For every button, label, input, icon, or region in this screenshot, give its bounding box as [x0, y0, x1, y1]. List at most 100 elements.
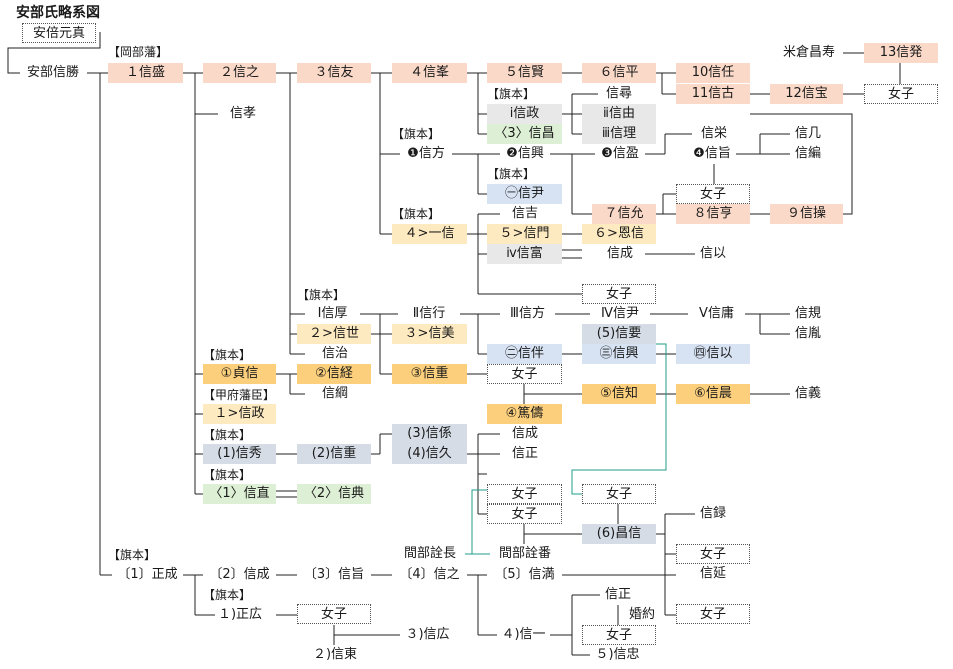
node-nobushige-p: 信成 [511, 426, 538, 441]
node-n4: ４信峯 [392, 63, 467, 83]
node-k4: ❹信旨 [693, 146, 731, 161]
node-n1: １信盛 [108, 63, 183, 83]
node-r2: Ⅱ信行 [412, 306, 446, 321]
node-n10: 10信任 [676, 63, 750, 83]
node-s5: 〔5〕信満 [494, 567, 555, 582]
node-nobumasa-p: 信正 [511, 446, 538, 461]
node-nobunobe: 信延 [699, 566, 726, 581]
node-n2: ２信之 [203, 63, 276, 83]
node-n7: ７信允 [592, 204, 656, 224]
node-p4: (4)信久 [392, 444, 467, 464]
node-hatamoto-5: 【旗本】 [297, 288, 346, 302]
node-n9: ９信操 [770, 204, 843, 224]
node-n11: 11信古 [676, 84, 750, 104]
node-n6: ６信平 [582, 63, 656, 83]
node-hatamoto-1: 【旗本】 [487, 87, 536, 101]
node-r1: Ⅰ信厚 [317, 306, 348, 321]
node-maru1: ㊀信尹 [487, 184, 562, 204]
node-iii-nobumasa: 〈3〉信昌 [487, 124, 562, 144]
node-i-nobumasa: ⅰ信政 [487, 104, 562, 124]
node-p1: (1)信秀 [203, 444, 276, 464]
node-mabe-akitsugu: 間部詮番 [498, 546, 551, 561]
page-title: 安部氏略系図 [16, 5, 100, 21]
node-four-ichi: ４>一信 [392, 224, 467, 244]
node-a1: 〈1〉信直 [203, 484, 276, 504]
node-joshi-j: 女子 [297, 604, 371, 624]
node-n12: 12信宝 [770, 84, 843, 104]
node-three-nobuhiro: ３)信広 [405, 627, 450, 642]
node-konyaku: 婚約 [628, 607, 655, 622]
node-s4: 〔4〕信之 [399, 567, 460, 582]
node-five-nobutada: ５)信忠 [595, 647, 640, 662]
node-k3: ❸信盈 [601, 146, 639, 161]
node-n8: ８信亨 [676, 204, 750, 224]
node-one-nobumasa: １>信政 [203, 404, 276, 424]
node-nobuhiro: 信尋 [605, 86, 632, 101]
node-nobuami: 信編 [794, 146, 821, 161]
node-nobunori: 信規 [794, 306, 821, 321]
node-p6: (6)昌信 [582, 524, 656, 544]
node-maru2: ㊁信伴 [487, 344, 562, 364]
node-one-masahiro: １)正広 [217, 607, 263, 622]
node-okabe-han: 【岡部藩】 [108, 45, 169, 59]
node-two-nobuyo: ２>信世 [297, 324, 371, 344]
node-r3: Ⅲ信方 [510, 306, 545, 321]
node-maru3: ㊂信興 [582, 344, 656, 364]
node-n5: ５信賢 [487, 63, 562, 83]
node-iii-nobutada: ⅲ信理 [582, 124, 656, 144]
node-nobuyoshi-r: 信胤 [794, 326, 821, 341]
node-c2: ②信経 [297, 364, 371, 384]
node-joshi-k: 女子 [582, 625, 656, 645]
node-s1: 〔1〕正成 [117, 567, 178, 582]
node-joshi-b: 女子 [676, 184, 750, 204]
node-c5: ⑤信知 [582, 384, 656, 404]
node-nobumasa-s: 信正 [604, 587, 631, 602]
node-nobutaka: 信孝 [229, 106, 256, 121]
node-r4: Ⅳ信尹 [601, 306, 639, 321]
node-joshi-f: 女子 [582, 484, 656, 504]
node-nobutsuna: 信綱 [321, 386, 348, 401]
node-nobuaki: 信録 [699, 506, 726, 521]
node-c6: ⑥信晨 [676, 384, 750, 404]
node-three-nobuyoshi: ３>信美 [392, 324, 467, 344]
node-hatamoto-8: 【旗本】 [203, 468, 252, 482]
node-joshi-g: 女子 [487, 504, 562, 524]
node-nobuyoshi-g: 信義 [794, 386, 821, 401]
node-k2: ❷信興 [506, 146, 544, 161]
node-joshi-e: 女子 [487, 484, 562, 504]
node-iv-nobutomi: ⅳ信富 [487, 244, 562, 264]
node-abe-motozane: 安倍元真 [22, 23, 96, 43]
node-nobuyoshi-k: 信吉 [511, 206, 538, 221]
node-joshi-a: 女子 [864, 84, 938, 104]
node-ii-nobuyoshi: ⅱ信由 [582, 104, 656, 124]
node-two-nobuharu: ２)信東 [312, 647, 358, 662]
node-p2: (2)信重 [297, 444, 371, 464]
node-nobuchika: 信几 [794, 126, 821, 141]
node-kofu-han: 【甲府藩臣】 [203, 388, 276, 402]
node-mabe-akinaga: 間部詮長 [403, 546, 456, 561]
node-joshi-d: 女子 [487, 364, 562, 384]
node-maru4: ㊃信以 [676, 344, 750, 364]
node-n13: 13信発 [864, 43, 938, 63]
node-r5: Ⅴ信庸 [699, 306, 734, 321]
node-yonekura: 米倉昌寿 [782, 45, 835, 60]
node-five-nobukado: ５>信門 [487, 224, 562, 244]
node-s2: 〔2〕信成 [209, 567, 270, 582]
node-hatamoto-2: 【旗本】 [392, 127, 441, 141]
node-nobushige-s: 信成 [606, 246, 633, 261]
node-nobumochi: 信以 [699, 246, 726, 261]
node-hatamoto-6: 【旗本】 [203, 348, 252, 362]
node-hatamoto-4: 【旗本】 [392, 207, 441, 221]
node-abe-nobukatsu: 安部信勝 [26, 65, 79, 80]
node-hatamoto-9: 【旗本】 [108, 548, 157, 562]
node-hatamoto-7: 【旗本】 [203, 428, 252, 442]
node-c1: ①貞信 [203, 364, 276, 384]
node-joshi-h: 女子 [676, 544, 750, 564]
node-joshi-i: 女子 [676, 604, 750, 624]
node-p3: (3)信係 [392, 424, 467, 444]
node-hatamoto-3: 【旗本】 [487, 167, 536, 181]
node-n3: ３信友 [297, 63, 371, 83]
node-six-nobu: ６>恩信 [582, 224, 656, 244]
node-joshi-c: 女子 [582, 284, 656, 304]
